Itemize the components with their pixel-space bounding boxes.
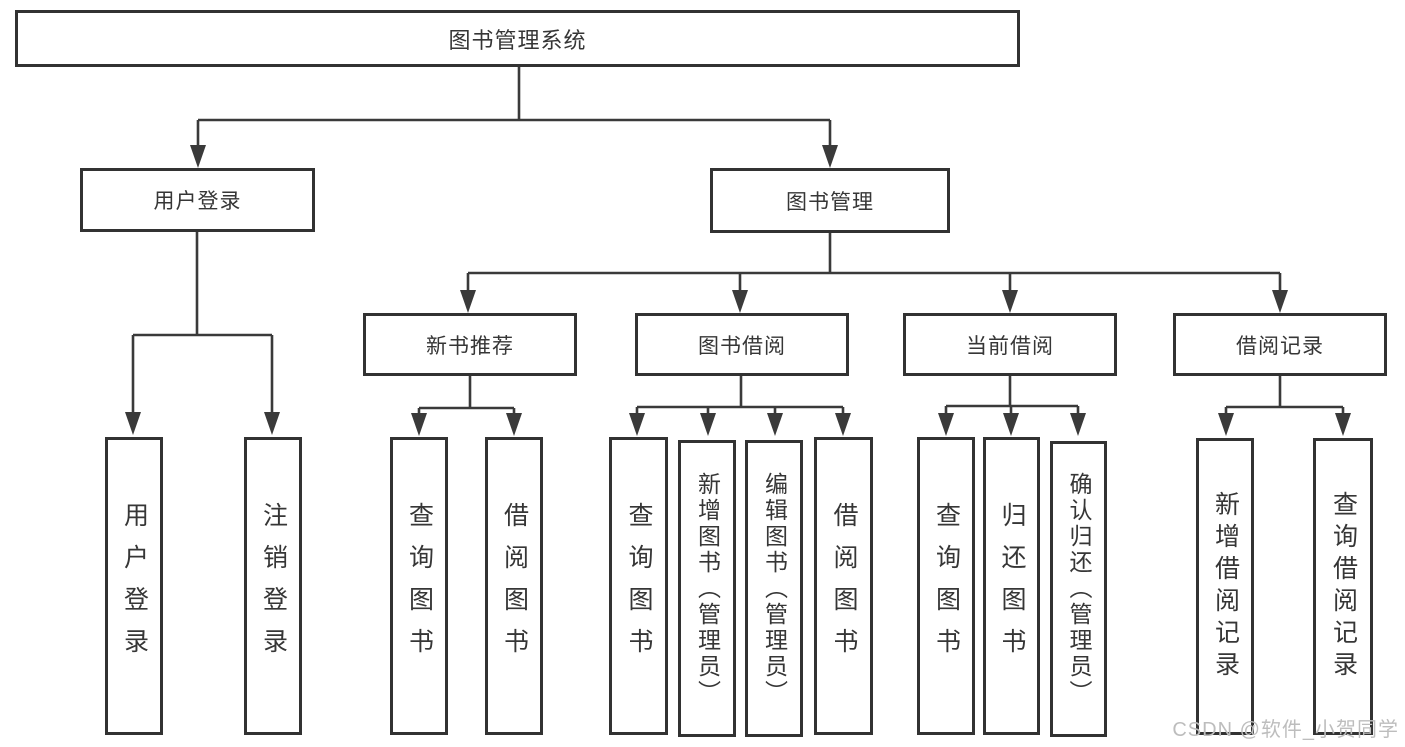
leaf-label: 编辑图书（管理员） <box>761 471 788 706</box>
node-user-login: 用户登录 <box>80 168 315 232</box>
leaf-label: 查询图书 <box>932 502 961 670</box>
leaf-label: 新增借阅记录 <box>1211 490 1240 683</box>
node-book-management: 图书管理 <box>710 168 950 233</box>
leaf-query-borrow-record: 查询借阅记录 <box>1313 438 1373 735</box>
node-current-borrow-label: 当前借阅 <box>966 334 1054 358</box>
leaf-query-books-3: 查询图书 <box>917 437 975 735</box>
leaf-label: 新增图书（管理员） <box>694 471 721 706</box>
leaf-label: 借阅图书 <box>830 502 858 670</box>
node-new-book-recommend-label: 新书推荐 <box>426 334 514 358</box>
leaf-label: 归还图书 <box>998 502 1026 670</box>
node-current-borrow: 当前借阅 <box>903 313 1117 376</box>
leaf-add-borrow-record: 新增借阅记录 <box>1196 438 1254 735</box>
leaf-label: 注销登录 <box>259 502 288 670</box>
leaf-add-books-admin: 新增图书（管理员） <box>678 440 736 737</box>
leaf-query-books-2: 查询图书 <box>609 437 668 735</box>
leaf-edit-books-admin: 编辑图书（管理员） <box>745 440 803 737</box>
node-book-borrow: 图书借阅 <box>635 313 849 376</box>
node-borrow-record: 借阅记录 <box>1173 313 1387 376</box>
leaf-user-login: 用户登录 <box>105 437 163 735</box>
leaf-borrow-books-2: 借阅图书 <box>814 437 873 735</box>
arrowheads <box>125 145 1351 436</box>
leaf-borrow-books-1: 借阅图书 <box>485 437 543 735</box>
leaf-label: 确认归还（管理员） <box>1066 472 1092 706</box>
leaf-return-books: 归还图书 <box>983 437 1040 735</box>
node-root: 图书管理系统 <box>15 10 1020 67</box>
leaf-label: 用户登录 <box>120 502 149 670</box>
node-root-label: 图书管理系统 <box>448 27 587 53</box>
leaf-label: 查询图书 <box>625 502 653 670</box>
leaf-confirm-return-admin: 确认归还（管理员） <box>1050 441 1107 737</box>
node-new-book-recommend: 新书推荐 <box>363 313 577 376</box>
leaf-label: 查询图书 <box>405 502 434 670</box>
leaf-label: 查询借阅记录 <box>1329 490 1358 683</box>
leaf-query-books-1: 查询图书 <box>390 437 448 735</box>
leaf-label: 借阅图书 <box>500 502 529 670</box>
node-book-borrow-label: 图书借阅 <box>698 334 786 358</box>
csdn-watermark: CSDN @软件_小贺同学 <box>1172 719 1399 741</box>
node-borrow-record-label: 借阅记录 <box>1236 334 1324 358</box>
node-book-management-label: 图书管理 <box>786 190 874 214</box>
leaf-logout: 注销登录 <box>244 437 302 735</box>
node-user-login-label: 用户登录 <box>153 190 242 213</box>
